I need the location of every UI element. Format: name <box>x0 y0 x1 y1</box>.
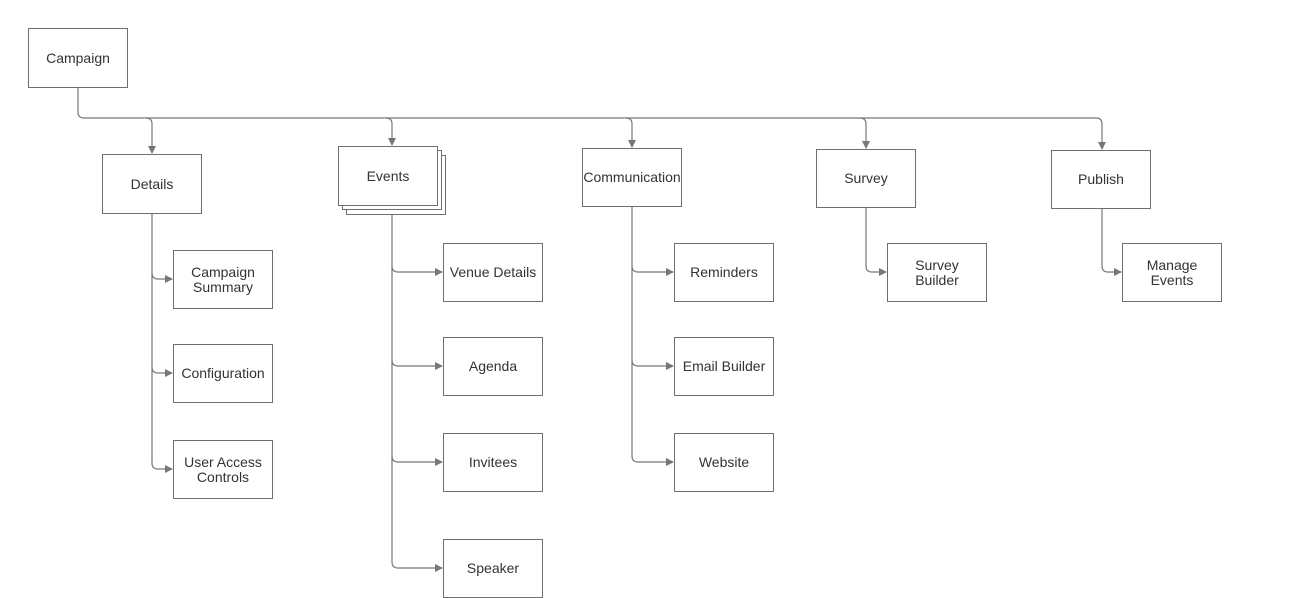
child-node-label: Speaker <box>466 560 520 576</box>
section-node-label: Publish <box>1078 171 1124 187</box>
child-node-label: Campaign Summary <box>191 263 255 295</box>
section-node-publish[interactable]: Publish <box>1051 150 1151 209</box>
connector-to-user-access-controls <box>151 462 173 473</box>
section-node-events[interactable]: Events <box>338 146 438 206</box>
child-node-reminders[interactable]: Reminders <box>674 243 774 302</box>
child-node-label: Agenda <box>468 358 518 374</box>
connector-to-publish <box>1095 117 1106 150</box>
connector-to-agenda <box>391 359 443 370</box>
connector-to-communication <box>625 117 636 148</box>
child-node-invitees[interactable]: Invitees <box>443 433 543 492</box>
section-node-label: Communication <box>583 169 681 185</box>
section-node-survey[interactable]: Survey <box>816 149 916 208</box>
child-node-survey-builder[interactable]: Survey Builder <box>887 243 987 302</box>
connector-to-website <box>631 455 674 466</box>
connector-to-venue-details <box>391 265 443 276</box>
child-node-website[interactable]: Website <box>674 433 774 492</box>
connector-to-email-builder <box>631 359 674 370</box>
connector-to-configuration <box>151 366 173 377</box>
section-node-communication[interactable]: Communication <box>582 148 682 207</box>
child-node-venue-details[interactable]: Venue Details <box>443 243 543 302</box>
connector-root-trunk <box>77 88 1096 119</box>
connector-to-manage-events <box>1101 209 1122 276</box>
connector-to-details <box>145 117 156 154</box>
child-node-label: Website <box>698 454 750 470</box>
section-node-label: Events <box>366 167 410 184</box>
root-node-campaign[interactable]: Campaign <box>28 28 128 88</box>
child-node-email-builder[interactable]: Email Builder <box>674 337 774 396</box>
child-node-label: Configuration <box>181 365 265 381</box>
section-node-details[interactable]: Details <box>102 154 202 214</box>
section-node-label: Survey <box>844 170 888 186</box>
connector-to-invitees <box>391 455 443 466</box>
connector-to-reminders <box>631 265 674 276</box>
connector-to-events <box>385 117 396 146</box>
child-node-label: Email Builder <box>682 358 766 374</box>
child-node-configuration[interactable]: Configuration <box>173 344 273 403</box>
child-node-label: Survey Builder <box>915 256 959 288</box>
child-node-manage-events[interactable]: Manage Events <box>1122 243 1222 302</box>
connector-to-speaker <box>391 561 443 572</box>
child-node-agenda[interactable]: Agenda <box>443 337 543 396</box>
child-node-label: Manage Events <box>1146 256 1198 288</box>
child-node-campaign-summary[interactable]: Campaign Summary <box>173 250 273 309</box>
child-node-label: Reminders <box>690 264 758 280</box>
child-node-speaker[interactable]: Speaker <box>443 539 543 598</box>
connector-to-survey-builder <box>865 208 887 276</box>
connector-to-campaign-summary <box>151 272 173 283</box>
child-node-label: Invitees <box>468 454 518 470</box>
section-node-label: Details <box>130 175 174 192</box>
child-node-label: Venue Details <box>449 264 537 280</box>
child-node-label: User Access Controls <box>184 453 262 485</box>
connector-to-survey <box>859 117 870 149</box>
root-node-label: Campaign <box>46 49 110 66</box>
child-node-user-access-controls[interactable]: User Access Controls <box>173 440 273 499</box>
